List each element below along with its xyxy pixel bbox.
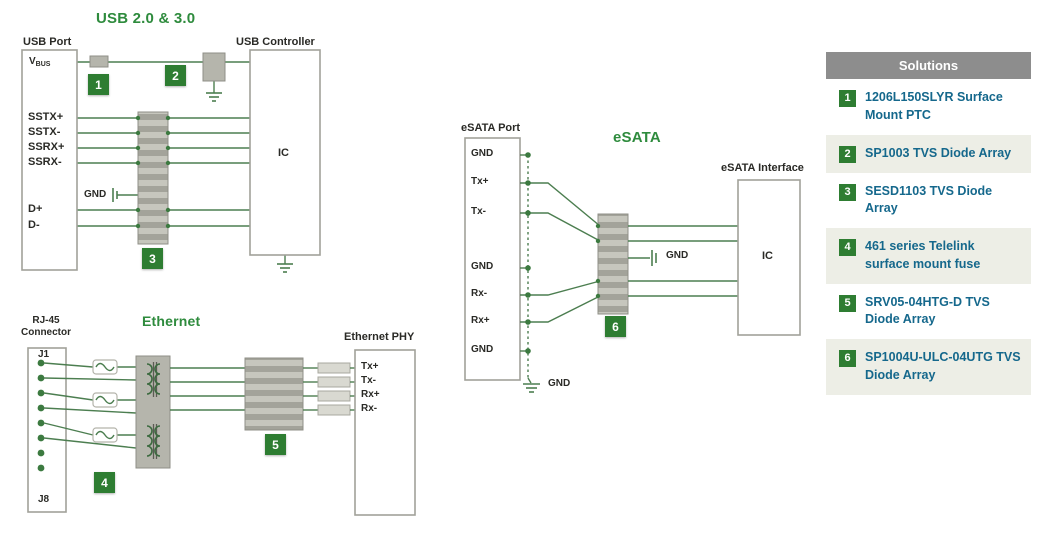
usb-port-label: USB Port [23, 36, 72, 48]
pin-label-d-plus: D+ [28, 203, 43, 215]
solution-number-badge: 2 [839, 145, 856, 163]
pin-label-d-minus: D- [28, 219, 40, 231]
pin-label-vbus: VBUS [29, 56, 51, 68]
usb-ic-label: IC [278, 147, 289, 159]
pin-label-esata-rx-plus: Rx+ [471, 315, 490, 326]
esata-section-title: eSATA [613, 129, 661, 146]
callout-badge-2: 2 [165, 65, 186, 86]
callout-badge-4: 4 [94, 472, 115, 493]
solution-item-1[interactable]: 1 1206L150SLYR Surface Mount PTC [826, 79, 1031, 135]
solution-item-3[interactable]: 3 SESD1103 TVS Diode Array [826, 172, 1031, 228]
solution-number-badge: 1 [839, 90, 856, 107]
pin-label-esata-tx-minus: Tx- [471, 206, 486, 217]
usb-circuit-graphics [21, 49, 321, 273]
pin-label-tx-minus: Tx- [361, 375, 376, 386]
callout-badge-5: 5 [265, 434, 286, 455]
solution-label[interactable]: SRV05-04HTG-D TVS Diode Array [865, 294, 990, 327]
esata-ic-label: IC [762, 250, 773, 262]
solution-number-badge: 6 [839, 350, 856, 367]
esata-port-label: eSATA Port [461, 122, 521, 134]
solution-item-4[interactable]: 4 461 series Telelink surface mount fuse [826, 228, 1031, 284]
callout-badge-3: 3 [142, 248, 163, 269]
pin-label-esata-gnd-3: GND [471, 344, 494, 355]
ethernet-section-title: Ethernet [142, 313, 201, 329]
solution-item-5[interactable]: 5 SRV05-04HTG-D TVS Diode Array [826, 283, 1031, 339]
solutions-list: 1 1206L150SLYR Surface Mount PTC 2 SP100… [826, 79, 1031, 395]
rj45-connector-label-line2: Connector [21, 327, 71, 338]
j1-label: J1 [38, 349, 50, 360]
pin-label-sstx-plus: SSTX+ [28, 111, 64, 123]
solution-label[interactable]: SP1004U-ULC-04UTG TVS Diode Array [865, 350, 1021, 382]
solution-label[interactable]: SESD1103 TVS Diode Array [865, 183, 993, 216]
pin-label-tx-plus: Tx+ [361, 361, 379, 372]
solutions-header: Solutions [826, 52, 1031, 79]
callout-badge-6: 6 [605, 316, 626, 337]
solution-item-2[interactable]: 2 SP1003 TVS Diode Array [826, 134, 1031, 173]
pin-label-sstx-minus: SSTX- [28, 126, 61, 138]
usb-controller-label: USB Controller [236, 36, 315, 48]
solution-number-badge: 5 [839, 294, 856, 312]
usb-section-title: USB 2.0 & 3.0 [96, 10, 196, 27]
pin-label-ssrx-plus: SSRX+ [28, 141, 65, 153]
esata-circuit-graphics [464, 137, 801, 393]
pin-label-rx-minus: Rx- [361, 403, 378, 414]
pin-label-ssrx-minus: SSRX- [28, 156, 62, 168]
j8-label: J8 [38, 494, 50, 505]
solution-number-badge: 4 [839, 239, 856, 256]
esata-gnd-mid-label: GND [666, 250, 689, 261]
esata-interface-label: eSATA Interface [721, 162, 804, 174]
solution-label[interactable]: SP1003 TVS Diode Array [865, 145, 1012, 160]
rj45-connector-label-line1: RJ-45 [32, 315, 60, 326]
pin-label-rx-plus: Rx+ [361, 389, 380, 400]
usb-gnd-label: GND [84, 189, 107, 200]
solution-label[interactable]: 461 series Telelink surface mount fuse [865, 239, 981, 271]
callout-badge-1: 1 [88, 74, 109, 95]
solutions-panel: Solutions 1 1206L150SLYR Surface Mount P… [826, 52, 1031, 395]
pin-label-esata-tx-plus: Tx+ [471, 176, 489, 187]
pin-label-esata-gnd-2: GND [471, 261, 494, 272]
pin-label-esata-gnd-1: GND [471, 148, 494, 159]
esata-gnd-bottom-label: GND [548, 378, 571, 389]
ethernet-phy-label: Ethernet PHY [344, 331, 415, 343]
ethernet-circuit-graphics [27, 347, 416, 516]
solution-label[interactable]: 1206L150SLYR Surface Mount PTC [865, 90, 1003, 122]
solution-number-badge: 3 [839, 183, 856, 201]
solution-item-6[interactable]: 6 SP1004U-ULC-04UTG TVS Diode Array [826, 339, 1031, 395]
pin-label-esata-rx-minus: Rx- [471, 288, 488, 299]
